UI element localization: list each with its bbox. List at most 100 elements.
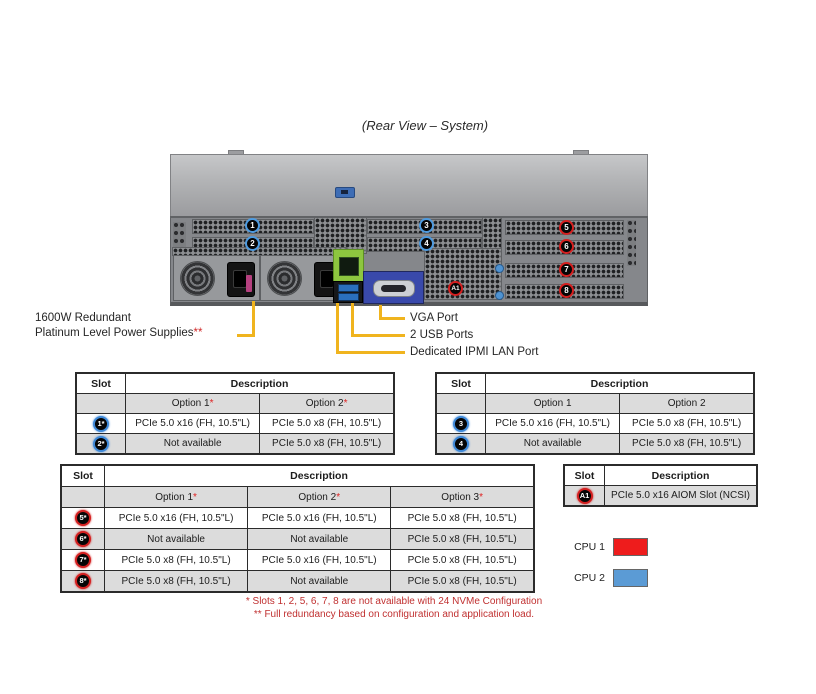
slot-cell: 5* <box>60 507 105 529</box>
callout-line-ipmi <box>336 303 339 354</box>
psu-label: 1600W Redundant Platinum Level Power Sup… <box>35 311 202 341</box>
description-column-header: Description <box>485 372 755 394</box>
footnote-marker: * <box>343 398 348 409</box>
option-header: Option 1* <box>103 486 249 508</box>
slot-cell: 7* <box>60 549 105 571</box>
psu-label-footnote-marker: ** <box>193 327 203 339</box>
slot-badge: 7* <box>75 552 91 568</box>
psu-fan-icon <box>180 261 215 296</box>
option-header: Option 1* <box>124 393 261 414</box>
footnote-marker: * <box>193 491 197 503</box>
chassis-slot-badge-5: 5 <box>559 220 574 235</box>
footnote-marker: * <box>479 491 484 503</box>
description-cell: PCIe 5.0 x8 (FH, 10.5"L) <box>103 570 249 593</box>
psu-power-inlet <box>227 262 255 297</box>
footnote-1: * Slots 1, 2, 5, 6, 7, 8 are not availab… <box>245 596 543 607</box>
option-row-spacer <box>60 486 105 508</box>
cpu1-legend-label: CPU 1 <box>574 541 605 553</box>
cpu1-legend-row: CPU 1 <box>560 538 648 556</box>
callout-line-vga <box>379 317 405 320</box>
callout-line-usb <box>351 303 354 337</box>
description-cell: PCIe 5.0 x8 (FH, 10.5"L) <box>259 433 395 455</box>
table-row: A1 PCIe 5.0 x16 AIOM Slot (NCSI) <box>563 485 758 507</box>
description-column-header: Description <box>104 464 535 487</box>
callout-line-psu <box>252 301 255 337</box>
slot-badge: 4 <box>453 435 469 452</box>
description-cell: PCIe 5.0 x16 (FH, 10.5"L) <box>247 549 392 571</box>
page-title: (Rear View – System) <box>361 118 489 133</box>
slot-cell: 2* <box>75 433 126 455</box>
psu-label-line1: 1600W Redundant <box>35 312 131 324</box>
option-row-spacer <box>75 393 126 414</box>
chassis-slot-badge-4: 4 <box>419 236 434 251</box>
slot-badge: 2* <box>93 435 109 452</box>
power-supply-1 <box>173 255 260 301</box>
slot-badge: 5* <box>75 510 91 526</box>
description-cell: Not available <box>247 570 392 593</box>
description-column-header: Description <box>604 464 758 486</box>
footnotes: * Slots 1, 2, 5, 6, 7, 8 are not availab… <box>0 595 788 621</box>
description-column-header: Description <box>125 372 395 394</box>
description-cell: PCIe 5.0 x8 (FH, 10.5"L) <box>619 413 755 434</box>
callout-line-vga <box>379 305 382 320</box>
vga-port <box>363 271 424 304</box>
table-row: 7*PCIe 5.0 x8 (FH, 10.5"L)PCIe 5.0 x16 (… <box>60 549 535 571</box>
slot-cell: 8* <box>60 570 105 593</box>
description-cell: Not available <box>484 433 621 455</box>
callout-line-psu <box>237 334 255 337</box>
footnote-marker: * <box>336 491 341 503</box>
slot-cell: 1* <box>75 413 126 434</box>
description-cell: Not available <box>124 433 261 455</box>
description-cell: PCIe 5.0 x16 (FH, 10.5"L) <box>124 413 261 434</box>
rack-ear-left <box>173 222 186 248</box>
chassis-slot-badge-8: 8 <box>559 283 574 298</box>
slot-column-header: Slot <box>435 372 486 394</box>
chassis-slot-badge-3: 3 <box>419 218 434 233</box>
chassis-slot-badge-a1: A1 <box>448 281 463 296</box>
chassis-lid-badge <box>335 187 355 198</box>
slot-cell: 6* <box>60 528 105 550</box>
server-rear-illustration: 1 2 3 4 5 6 7 8 A1 <box>168 150 650 306</box>
cpu2-legend-swatch <box>613 569 648 587</box>
chassis-slot-badge-6: 6 <box>559 239 574 254</box>
slot-badge: 6* <box>75 531 91 547</box>
usb-ports-label: 2 USB Ports <box>410 329 474 341</box>
description-cell: PCIe 5.0 x8 (FH, 10.5"L) <box>390 507 535 529</box>
cpu2-legend-label: CPU 2 <box>574 572 605 584</box>
option-header: Option 1 <box>484 393 621 414</box>
description-cell: PCIe 5.0 x8 (FH, 10.5"L) <box>259 413 395 434</box>
chassis-slot-badge-7: 7 <box>559 262 574 277</box>
cpu1-legend-swatch <box>613 538 648 556</box>
option-header: Option 2* <box>247 486 392 508</box>
vga-port-label: VGA Port <box>410 312 458 324</box>
description-cell: PCIe 5.0 x16 (FH, 10.5"L) <box>247 507 392 529</box>
slot-cell: 4 <box>435 433 486 455</box>
slot-cell: 3 <box>435 413 486 434</box>
usb-port-icon <box>338 284 359 292</box>
usb-port-icon <box>338 293 359 301</box>
thumbscrew-icon <box>495 264 504 273</box>
aiom-vent <box>424 248 502 300</box>
description-cell: PCIe 5.0 x16 AIOM Slot (NCSI) <box>604 485 758 507</box>
option-header: Option 3* <box>390 486 535 508</box>
table-row: 5*PCIe 5.0 x16 (FH, 10.5"L)PCIe 5.0 x16 … <box>60 507 535 529</box>
chassis-lid <box>170 154 648 219</box>
callout-line-usb <box>351 334 405 337</box>
vga-connector-icon <box>373 280 415 297</box>
psu-label-line2: Platinum Level Power Supplies <box>35 327 194 339</box>
slot-column-header: Slot <box>563 464 605 486</box>
slot-badge: A1 <box>576 487 593 504</box>
option-header: Option 2* <box>259 393 395 414</box>
